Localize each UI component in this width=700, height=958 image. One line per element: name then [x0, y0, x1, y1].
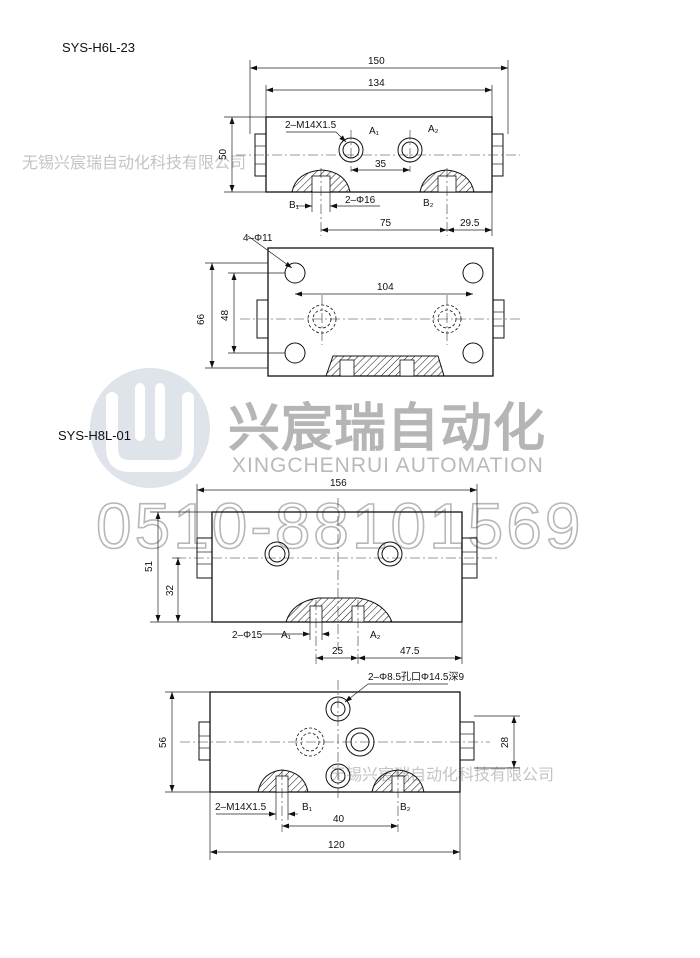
- dim-body-width: 134: [368, 78, 385, 89]
- label-bore-16: 2–Φ16: [345, 195, 376, 206]
- dim-29-5: 29.5: [460, 218, 480, 229]
- watermark-logo-icon: [90, 368, 210, 488]
- dim-height-66: 66: [196, 313, 207, 325]
- label-bore-15: 2–Φ15: [232, 630, 263, 641]
- dim-hole-spacing: 104: [377, 282, 394, 293]
- label-port-a1: A₁: [369, 126, 380, 137]
- dim-25: 25: [332, 646, 344, 657]
- dim-height-48: 48: [220, 309, 231, 321]
- label-thread-m14-h8: 2–M14X1.5: [215, 802, 267, 813]
- label-port-a2-h8: A₂: [370, 630, 381, 641]
- dim-width-156: 156: [330, 478, 347, 489]
- label-port-b2-h8: B₂: [400, 802, 411, 813]
- watermark-company-bottom: 无锡兴宸瑞自动化科技有限公司: [330, 765, 554, 784]
- dim-port-spacing: 35: [375, 159, 387, 170]
- view2-top: [205, 235, 520, 377]
- dim-40: 40: [333, 814, 345, 825]
- model-title-2: SYS-H8L-01: [58, 428, 131, 443]
- dim-height-51: 51: [144, 560, 155, 572]
- dim-height-50: 50: [218, 148, 229, 160]
- label-port-b2: B₂: [423, 198, 434, 209]
- label-counterbore-callout: 2–Φ8.5孔口Φ14.5深9: [368, 671, 464, 683]
- dim-overall-width: 150: [368, 56, 385, 67]
- dim-height-56: 56: [158, 736, 169, 748]
- watermark-company-top: 无锡兴宸瑞自动化科技有限公司: [22, 153, 246, 172]
- view4-top: [165, 680, 520, 860]
- label-port-a2: A₂: [428, 124, 439, 135]
- dim-47-5: 47.5: [400, 646, 420, 657]
- dim-height-32: 32: [165, 584, 176, 596]
- dim-120: 120: [328, 840, 345, 851]
- dim-75: 75: [380, 218, 392, 229]
- watermark-brand-cn: 兴宸瑞自动化: [228, 399, 546, 459]
- label-port-b1: B₁: [289, 200, 300, 211]
- view3-front: [150, 484, 500, 664]
- watermark-brand-en: XINGCHENRUI AUTOMATION: [232, 454, 544, 477]
- label-thread-m14: 2–M14X1.5: [285, 120, 337, 131]
- dim-height-28: 28: [500, 736, 511, 748]
- model-title-1: SYS-H6L-23: [62, 40, 135, 55]
- label-port-b1-h8: B₁: [302, 802, 313, 813]
- watermark-phone: 0510-88101569: [96, 490, 583, 562]
- label-mount-holes: 4–Φ11: [243, 233, 273, 244]
- label-port-a1-h8: A₁: [281, 630, 292, 641]
- view1-front: [224, 60, 520, 236]
